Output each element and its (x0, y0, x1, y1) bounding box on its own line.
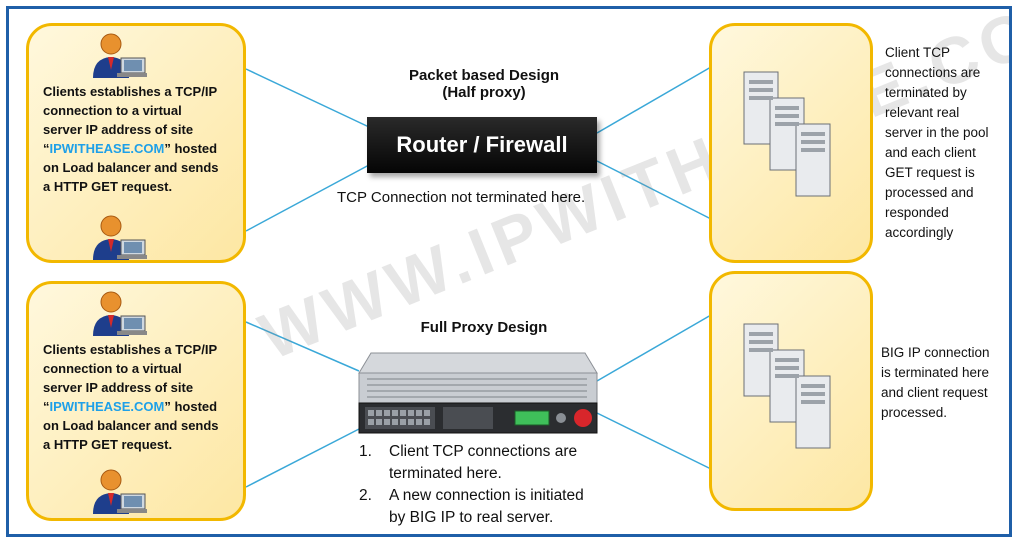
text-line: on Load balancer and sends (43, 160, 219, 175)
step-line: terminated here. (389, 465, 502, 482)
packet-design-note: TCP Connection not terminated here. (337, 189, 586, 206)
top-client-description: Clients establishes a TCP/IP connection … (43, 82, 253, 196)
server-pool-icon (743, 71, 831, 197)
connector-line (596, 160, 712, 220)
connector-line (245, 164, 370, 232)
router-firewall-device: Router / Firewall (367, 117, 597, 173)
text-line: “IPWITHEASE.COM” hosted (43, 397, 253, 416)
text-line: relevant real (885, 105, 960, 120)
step-item: 1. Client TCP connections are (359, 441, 584, 463)
top-client-box: Clients establishes a TCP/IP connection … (26, 23, 246, 263)
connector-lines (245, 66, 712, 488)
connector-line (245, 428, 360, 488)
text-line: a HTTP GET request. (43, 179, 173, 194)
text-line: terminated by (885, 85, 967, 100)
text-line: server in the pool (885, 125, 989, 140)
step-line: Client TCP connections are (389, 443, 578, 460)
diagram-frame: WWW.IPWITHEASE.COM Clients establishes a… (6, 6, 1012, 537)
step-item: by BIG IP to real server. (359, 507, 584, 529)
full-proxy-steps: 1. Client TCP connections are terminated… (359, 441, 584, 529)
site-name: IPWITHEASE.COM (49, 141, 165, 156)
text-line: connection to a virtual (43, 361, 182, 376)
top-server-box (709, 23, 873, 263)
connector-line (596, 66, 712, 134)
quote-open: “ (43, 399, 50, 414)
text-line: BIG IP connection (881, 345, 990, 360)
server-pool-icon (743, 323, 831, 449)
quote-open: “ (43, 141, 50, 156)
quote-close: ” hosted (164, 141, 218, 156)
text-line: and client request (881, 385, 988, 400)
text-line: is terminated here (881, 365, 990, 380)
text-line: connections are (885, 65, 981, 80)
step-number: 1. (359, 443, 372, 460)
quote-close: ” hosted (164, 399, 218, 414)
text-line: processed and (885, 185, 974, 200)
title-line: Packet based Design (408, 67, 560, 84)
text-line: accordingly (885, 225, 954, 240)
connector-line (245, 68, 370, 128)
text-line: responded (885, 205, 949, 220)
text-line: Clients establishes a TCP/IP (43, 84, 218, 99)
step-number: 2. (359, 487, 372, 504)
connector-line (596, 314, 712, 382)
bottom-client-description: Clients establishes a TCP/IP connection … (43, 340, 253, 454)
step-item: 2. A new connection is initiated (359, 485, 584, 507)
user-laptop-icon (93, 291, 147, 336)
text-line: connection to a virtual (43, 103, 182, 118)
connector-line (596, 412, 712, 470)
connector-line (245, 321, 360, 372)
title-line: (Half proxy) (442, 84, 526, 101)
full-proxy-title: Full Proxy Design (420, 319, 548, 336)
text-line: Clients establishes a TCP/IP (43, 342, 218, 357)
bottom-client-box: Clients establishes a TCP/IP connection … (26, 281, 246, 521)
big-ip-appliance-icon (358, 352, 598, 434)
text-line: and each client (885, 145, 976, 160)
text-line: on Load balancer and sends (43, 418, 219, 433)
step-item: terminated here. (359, 463, 584, 485)
user-laptop-icon (93, 33, 147, 78)
user-laptop-icon (93, 215, 147, 260)
step-line: by BIG IP to real server. (389, 509, 554, 526)
text-line: server IP address of site (43, 122, 194, 137)
text-line: “IPWITHEASE.COM” hosted (43, 139, 253, 158)
packet-design-title: Packet based Design (Half proxy) (379, 67, 589, 101)
bottom-server-box (709, 271, 873, 511)
step-line: A new connection is initiated (389, 487, 584, 504)
site-name: IPWITHEASE.COM (49, 399, 165, 414)
text-line: GET request is (885, 165, 975, 180)
top-server-description: Client TCP connections are terminated by… (885, 43, 989, 243)
text-line: a HTTP GET request. (43, 437, 173, 452)
text-line: processed. (881, 405, 948, 420)
text-line: server IP address of site (43, 380, 194, 395)
bottom-server-description: BIG IP connection is terminated here and… (881, 343, 990, 423)
text-line: Client TCP (885, 45, 951, 60)
user-laptop-icon (93, 469, 147, 514)
